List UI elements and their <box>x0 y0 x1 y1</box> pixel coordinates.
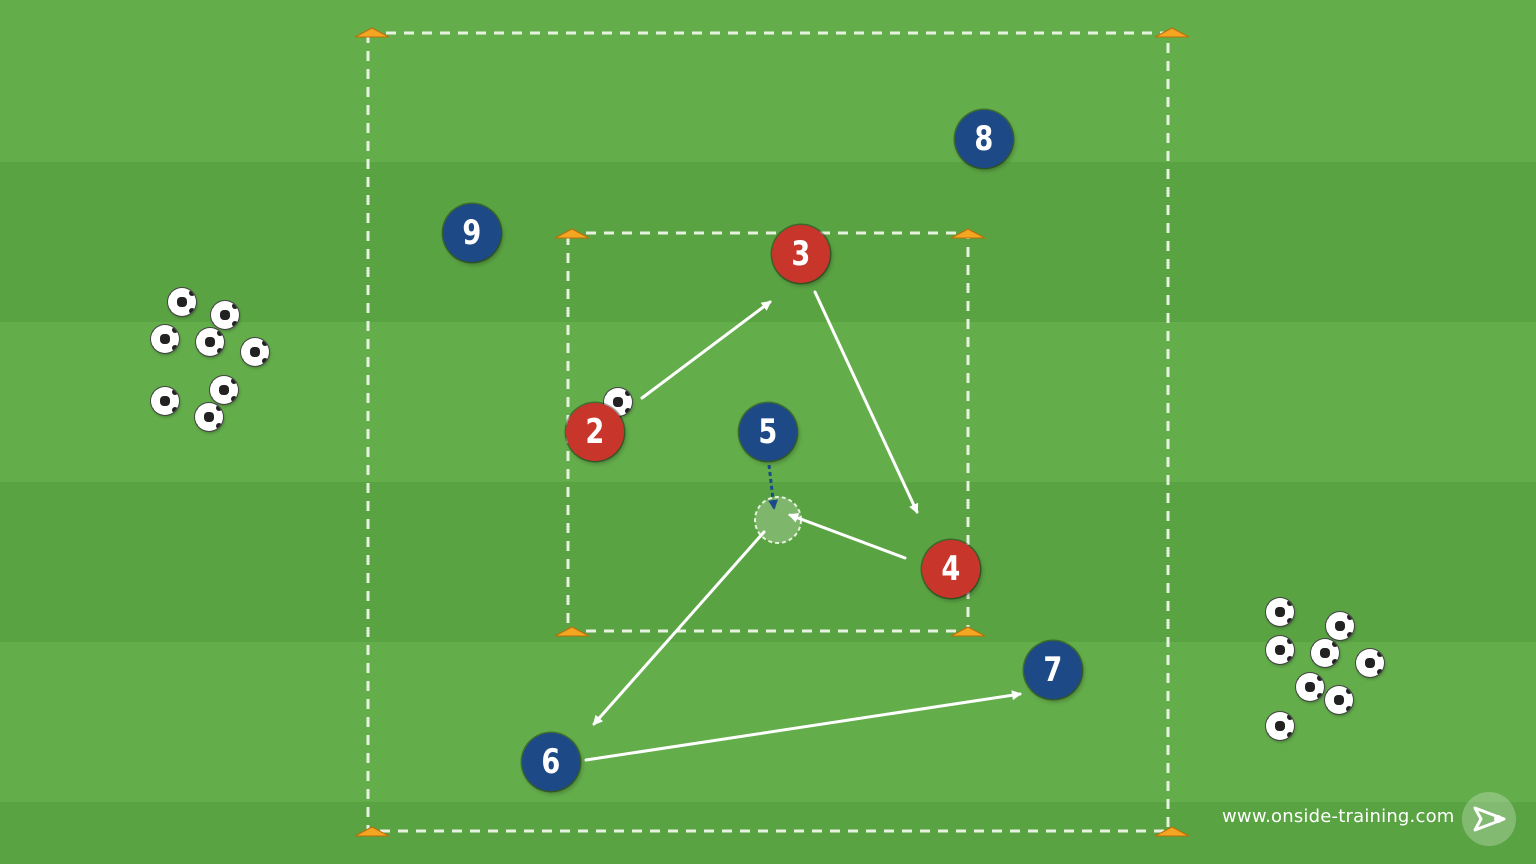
soccer-ball-icon <box>1311 639 1339 667</box>
soccer-ball-icon <box>151 387 179 415</box>
cone-icon <box>950 228 986 239</box>
pass-arrow <box>640 300 772 400</box>
player-number: 4 <box>941 549 961 589</box>
player-number: 9 <box>462 213 482 253</box>
player-number: 2 <box>585 412 605 452</box>
player-5[interactable]: 5 <box>739 403 797 461</box>
soccer-ball-icon <box>196 328 224 356</box>
pass-arrow <box>584 690 1022 762</box>
soccer-ball-icon <box>1356 649 1384 677</box>
player-number: 7 <box>1043 650 1063 690</box>
soccer-ball-icon <box>1266 598 1294 626</box>
cone-icon <box>950 626 986 637</box>
soccer-ball-icon <box>211 301 239 329</box>
player-8[interactable]: 8 <box>955 110 1013 168</box>
soccer-ball-icon <box>241 338 269 366</box>
cone-icon <box>1154 826 1190 837</box>
soccer-ball-icon <box>151 325 179 353</box>
soccer-ball-icon <box>1266 636 1294 664</box>
player-number: 3 <box>791 234 811 274</box>
player-6[interactable]: 6 <box>522 733 580 791</box>
inner-area <box>566 231 970 633</box>
player-7[interactable]: 7 <box>1024 641 1082 699</box>
onside-training-logo-icon <box>1462 792 1516 846</box>
soccer-ball-icon <box>1325 686 1353 714</box>
run-arrow <box>767 464 779 510</box>
cone-icon <box>554 626 590 637</box>
player-4[interactable]: 4 <box>922 540 980 598</box>
soccer-ball-icon <box>168 288 196 316</box>
website-url[interactable]: www.onside-training.com <box>1222 806 1455 827</box>
soccer-ball-icon <box>210 376 238 404</box>
player-number: 5 <box>758 412 778 452</box>
player-2[interactable]: 2 <box>566 403 624 461</box>
soccer-ball-icon <box>1266 712 1294 740</box>
cone-icon <box>354 27 390 38</box>
pass-arrow <box>813 290 919 514</box>
cone-icon <box>1154 27 1190 38</box>
pass-arrow <box>592 530 766 726</box>
player-number: 6 <box>541 742 561 782</box>
pass-arrow <box>788 513 907 560</box>
soccer-ball-icon <box>1296 673 1324 701</box>
player-9[interactable]: 9 <box>443 204 501 262</box>
field-stripe <box>0 0 1536 162</box>
player-number: 8 <box>974 119 994 159</box>
cone-icon <box>354 826 390 837</box>
soccer-ball-icon <box>195 403 223 431</box>
field-stripe <box>0 162 1536 322</box>
cone-icon <box>554 228 590 239</box>
soccer-ball-icon <box>1326 612 1354 640</box>
outer-area <box>366 31 1170 833</box>
player-3[interactable]: 3 <box>772 225 830 283</box>
field-stripe <box>0 802 1536 864</box>
